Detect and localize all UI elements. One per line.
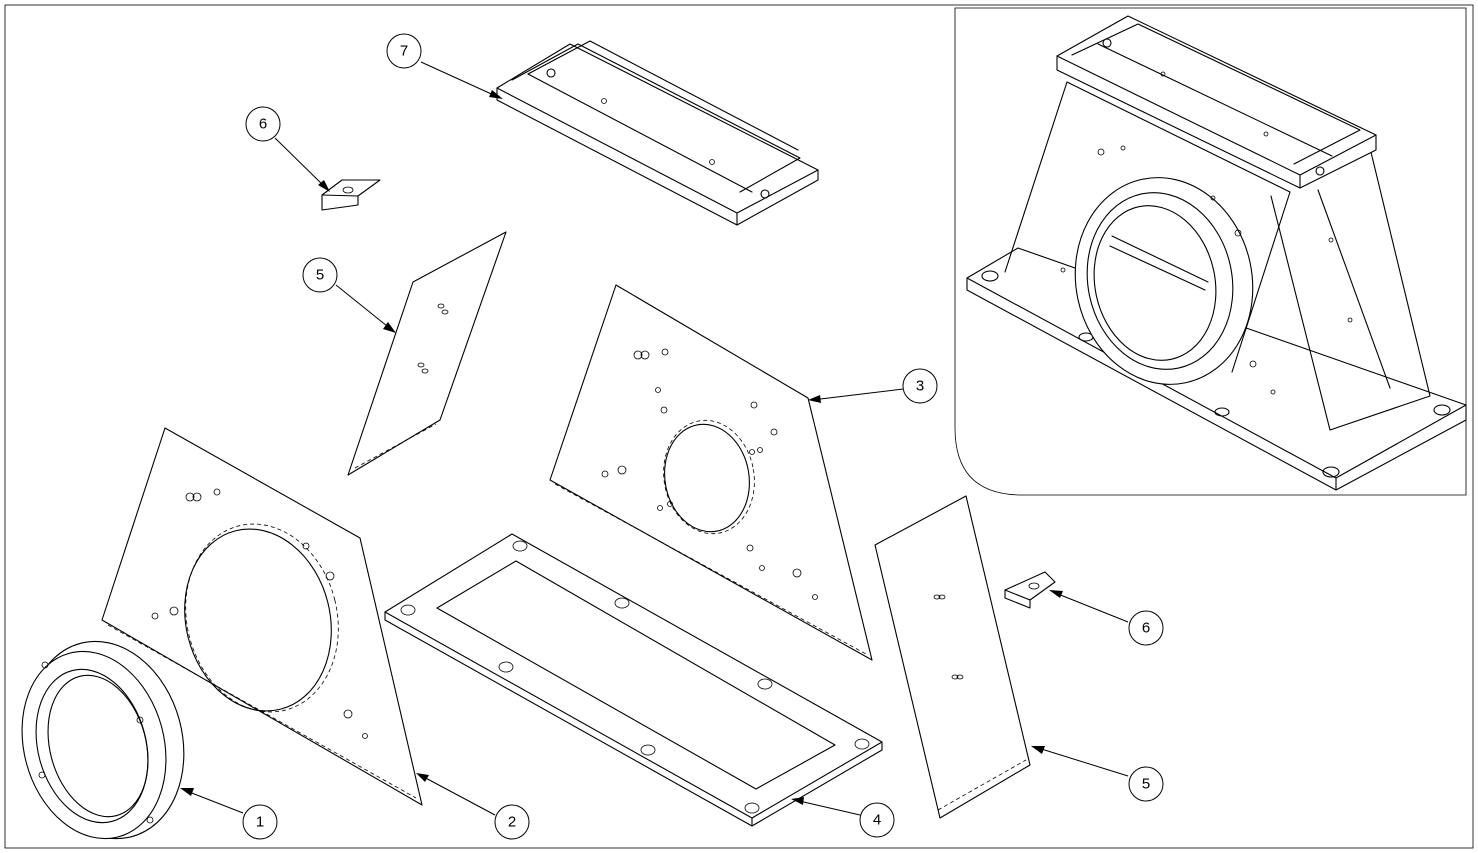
svg-text:1: 1 (256, 814, 264, 831)
part-1-flange-ring (21, 640, 185, 840)
svg-text:2: 2 (508, 814, 516, 831)
assembled-view-inset (954, 7, 1467, 496)
balloon-7: 7 (386, 33, 422, 69)
svg-text:4: 4 (873, 812, 881, 829)
svg-text:3: 3 (916, 378, 924, 395)
balloon-6-top: 6 (245, 106, 281, 142)
balloon-1: 1 (242, 804, 278, 840)
balloon-5-right: 5 (1128, 766, 1164, 802)
part-6-block-right (1004, 571, 1056, 609)
part-7-top-plate (496, 40, 819, 226)
svg-text:7: 7 (400, 43, 408, 60)
leader-lines (180, 61, 1129, 816)
part-3-side-plate (549, 284, 873, 661)
svg-text:6: 6 (1142, 620, 1150, 637)
svg-text:5: 5 (316, 267, 324, 284)
balloon-6-right: 6 (1128, 610, 1164, 646)
svg-text:5: 5 (1142, 776, 1150, 793)
balloon-5-top: 5 (302, 257, 338, 293)
part-5-gusset-right (874, 495, 1031, 819)
balloon-3: 3 (902, 368, 938, 404)
part-5-gusset-top (347, 231, 507, 476)
part-4-base-plate (384, 533, 883, 827)
balloon-2: 2 (494, 804, 530, 840)
part-2-side-plate (101, 427, 423, 806)
sheet-border (4, 4, 1474, 849)
balloon-4: 4 (859, 802, 895, 838)
part-6-block-top (321, 179, 381, 211)
svg-text:6: 6 (259, 116, 267, 133)
